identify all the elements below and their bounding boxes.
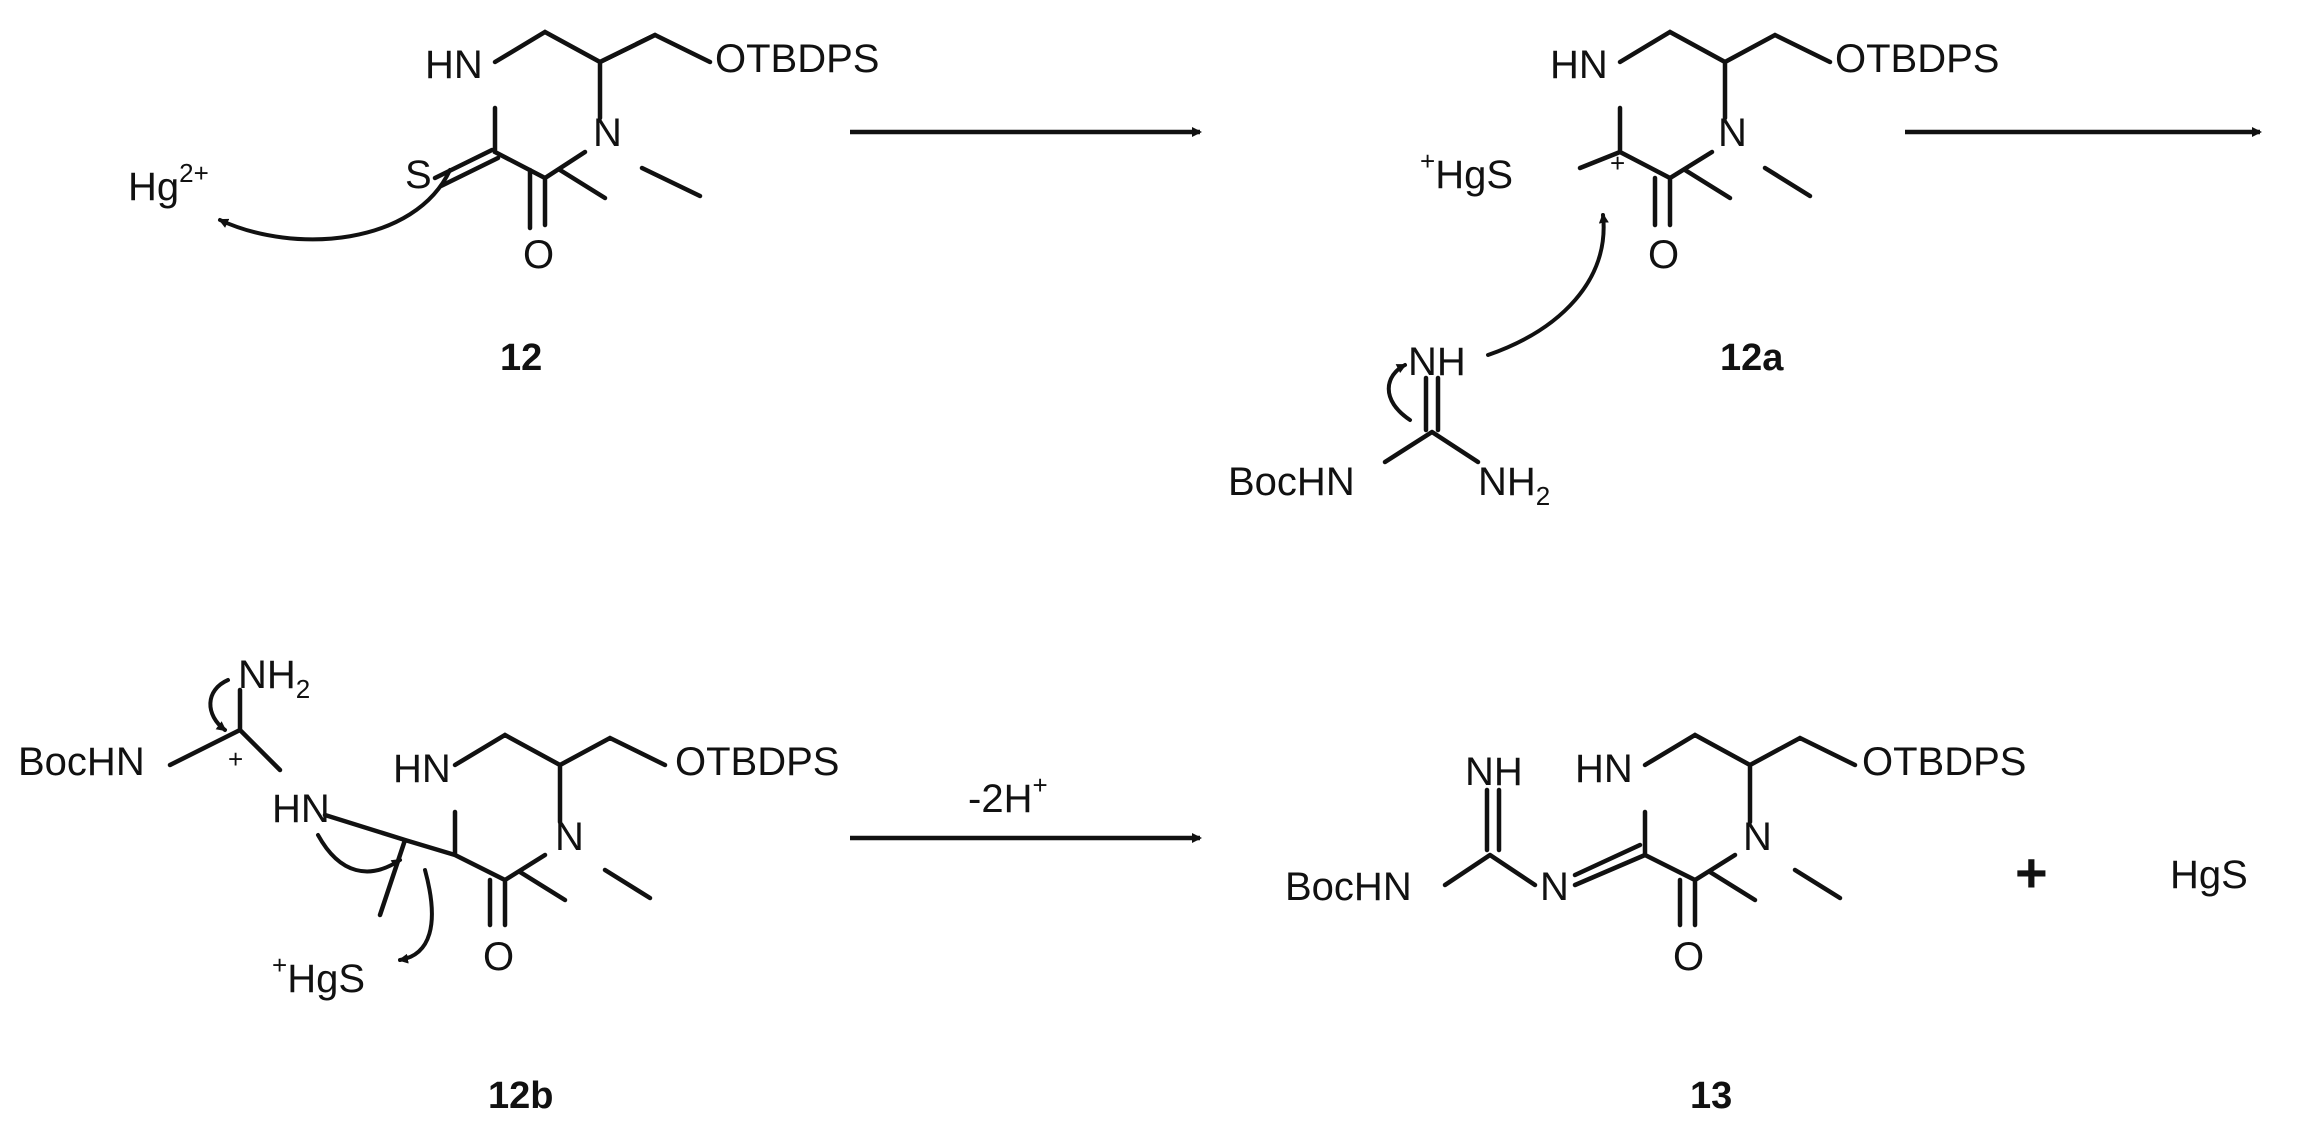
atom-n: N — [1540, 865, 1569, 909]
compound-label: 12 — [500, 337, 542, 379]
atom-nh2: NH2 — [1478, 460, 1550, 511]
iminium-charge: + — [228, 744, 243, 774]
plus-sign: + — [2015, 841, 2048, 904]
atom-hn: HN — [1550, 43, 1608, 87]
atom-hn: HN — [393, 747, 451, 791]
atom-hg: Hg2+ — [128, 158, 209, 209]
atom-hgs: +HgS — [1420, 146, 1513, 197]
atom-n: N — [1743, 815, 1772, 859]
atom-otbdps: OTBDPS — [1862, 740, 2026, 784]
atom-n: N — [555, 815, 584, 859]
ring-bonds — [1442, 732, 1858, 928]
atom-otbdps: OTBDPS — [1835, 37, 1999, 81]
atom-o: O — [483, 935, 514, 979]
compound-12b: HN OTBDPS N O +HgS NH2 BocHN + HN 12b — [18, 653, 839, 1117]
compound-label: 13 — [1690, 1075, 1732, 1117]
atom-n: N — [593, 111, 622, 155]
ring-bonds — [322, 732, 668, 928]
curly-arrow — [1486, 213, 1609, 357]
atom-bochn: BocHN — [1285, 865, 1412, 909]
atom-hn: HN — [1575, 747, 1633, 791]
compound-label: 12a — [1720, 337, 1784, 379]
atom-nh: NH — [1408, 340, 1466, 384]
byproduct-hgs: HgS — [2170, 853, 2248, 897]
atom-o: O — [523, 233, 554, 277]
compound-label: 12b — [488, 1075, 553, 1117]
atom-hn: HN — [425, 43, 483, 87]
curly-arrow — [218, 168, 452, 242]
stereo-to-ch2 — [597, 32, 713, 65]
atom-s: S — [405, 153, 432, 197]
atom-otbdps: OTBDPS — [715, 37, 879, 81]
ring-bonds — [1577, 29, 1833, 228]
curly-arrow — [208, 678, 230, 732]
compound-13: HN OTBDPS N O N NH BocHN 13 — [1285, 732, 2026, 1117]
atom-nh: NH — [1465, 750, 1523, 794]
atom-bochn: BocHN — [18, 740, 145, 784]
guanidinium-bonds — [167, 687, 283, 773]
atom-hn: HN — [272, 787, 330, 831]
curly-arrow — [398, 868, 434, 964]
curly-arrow — [316, 833, 402, 874]
atom-hgs: +HgS — [272, 950, 365, 1001]
compound-12: HN OTBDPS N O S Hg2+ 12 — [128, 29, 879, 379]
carbocation-charge: + — [1610, 148, 1625, 178]
curly-arrow — [1386, 363, 1412, 422]
atom-o: O — [1673, 935, 1704, 979]
atom-nh2: NH2 — [238, 653, 310, 704]
compound-12a: HN OTBDPS N O +HgS + NH BocHN NH2 12a — [1228, 29, 1999, 511]
atom-o: O — [1648, 233, 1679, 277]
atom-otbdps: OTBDPS — [675, 740, 839, 784]
atom-bochn: BocHN — [1228, 460, 1355, 504]
atom-n: N — [1718, 111, 1747, 155]
guanidine-bonds — [1382, 375, 1481, 465]
step-condition: -2H+ — [968, 770, 1048, 821]
